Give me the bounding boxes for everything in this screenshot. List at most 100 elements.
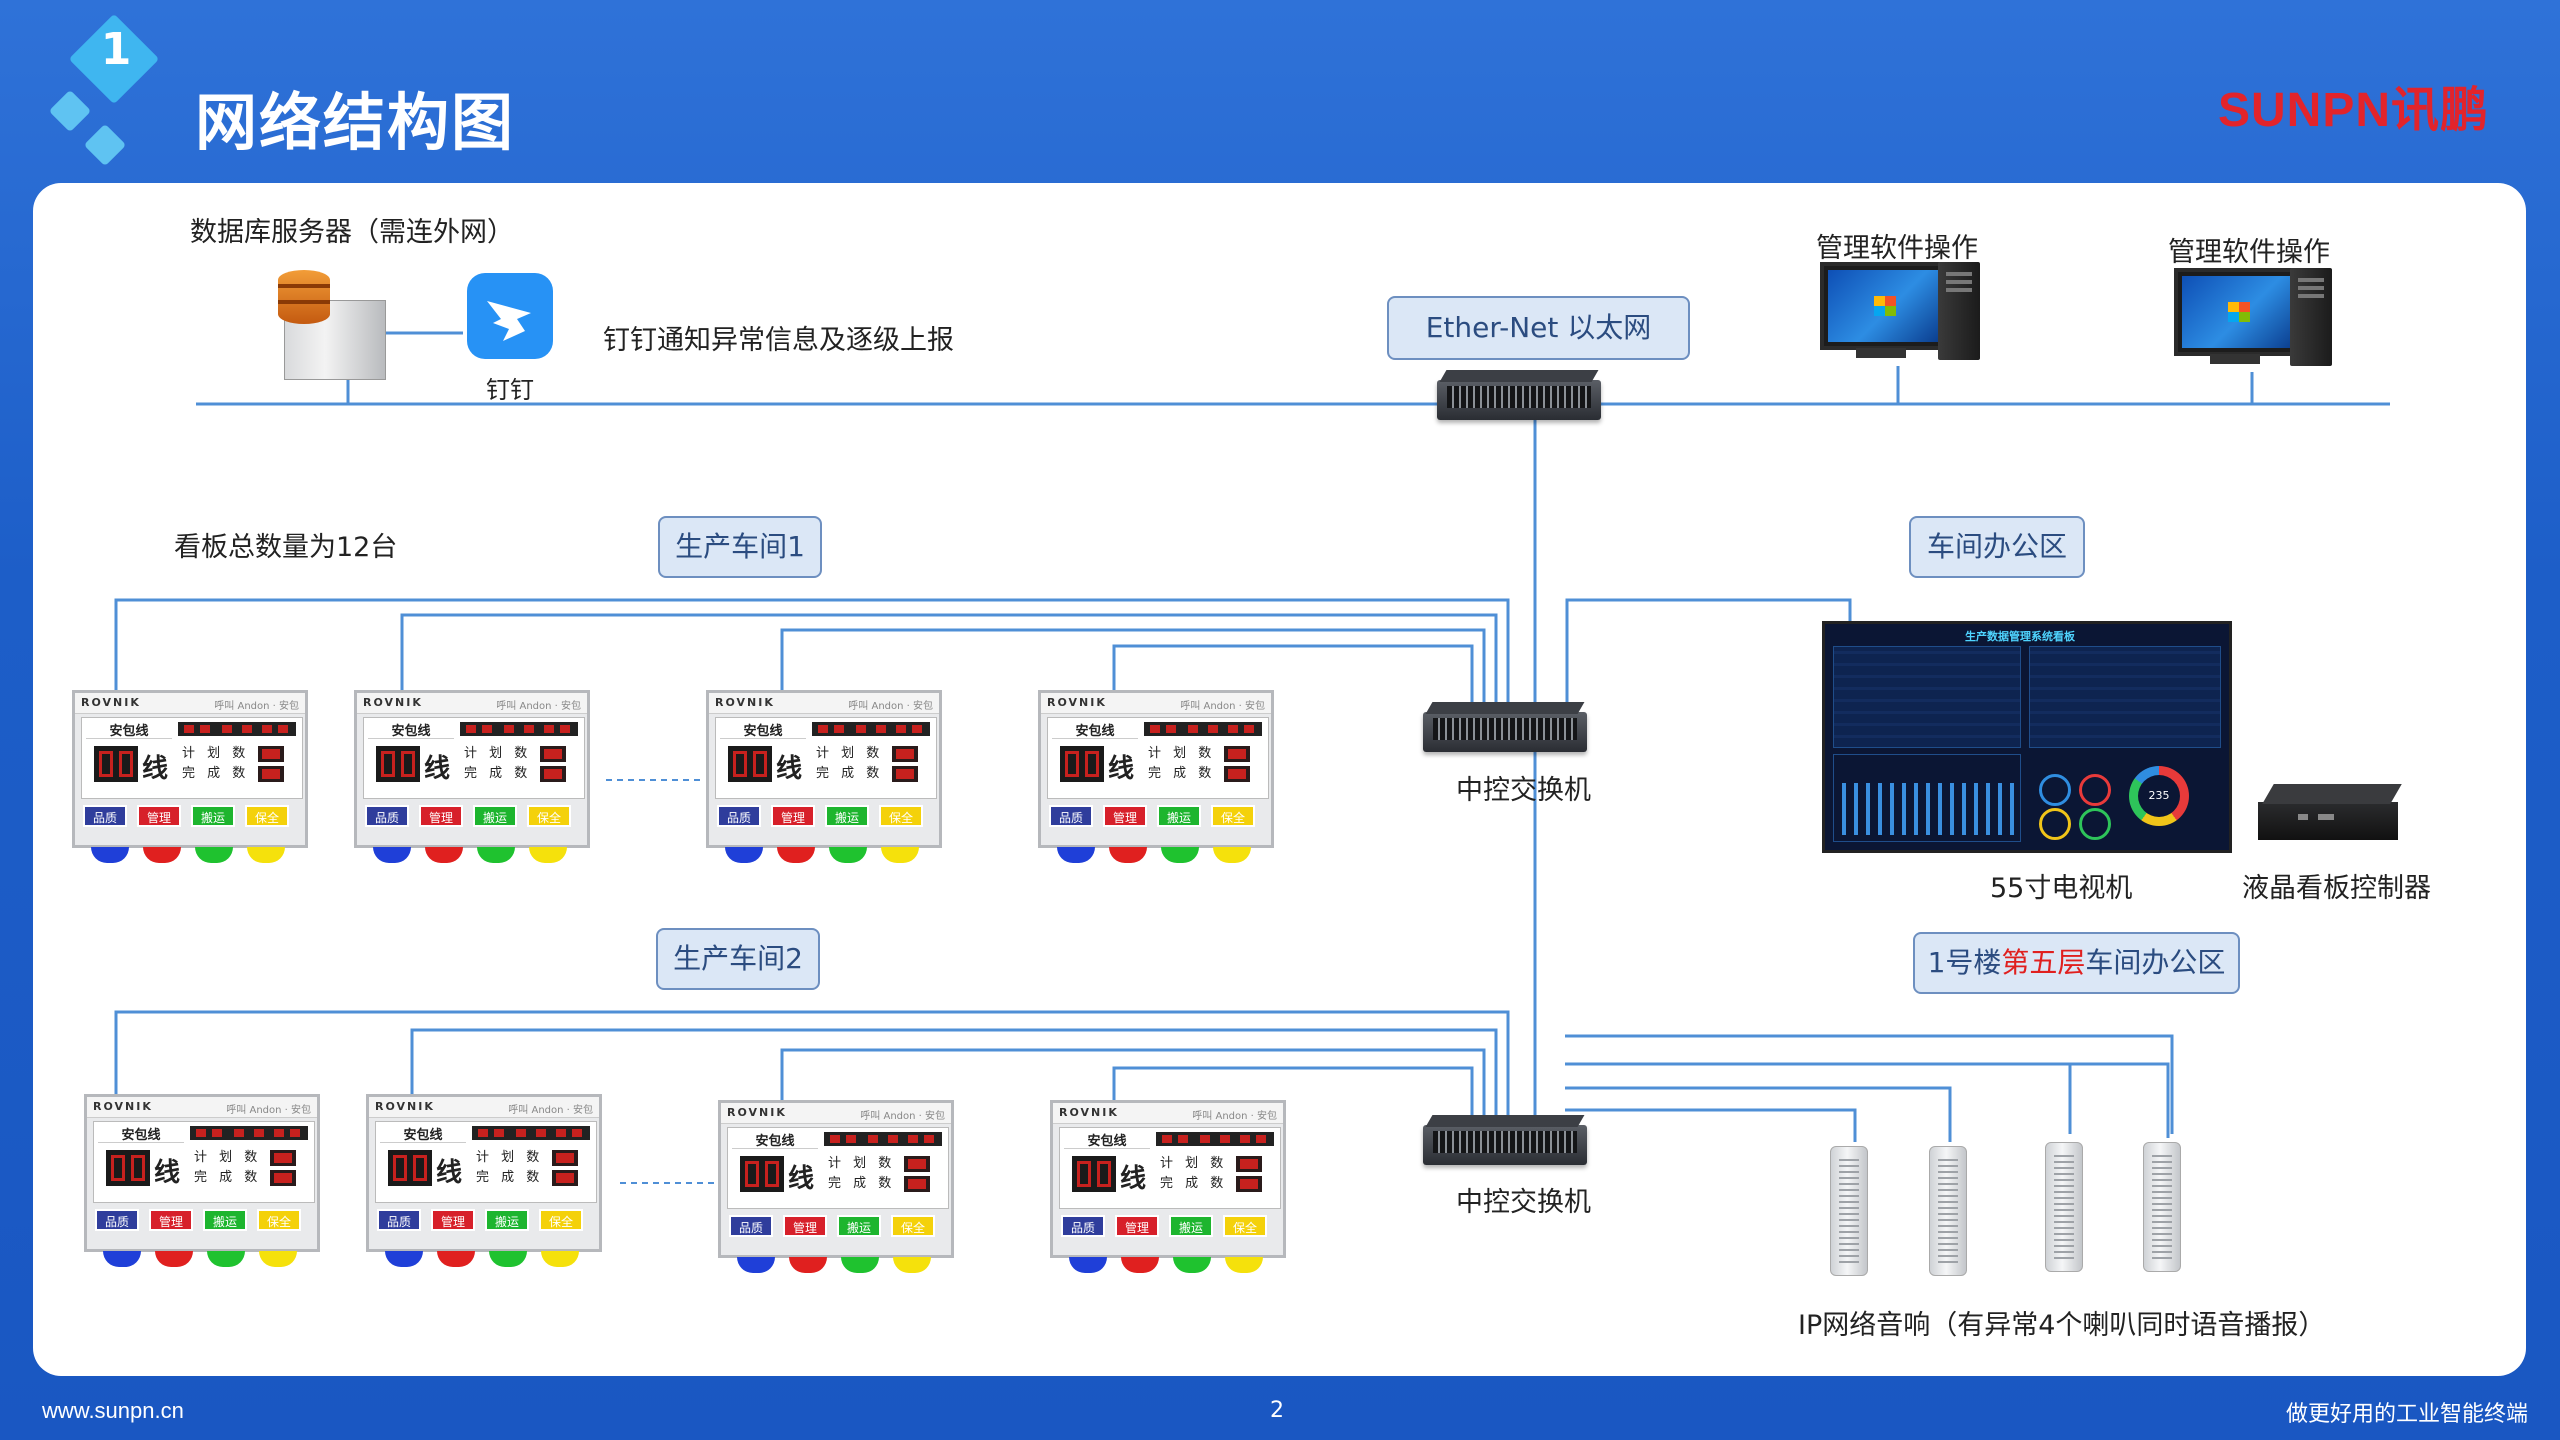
building-office-suffix: 车间办公区 [2085, 946, 2226, 979]
monitor-stand-1 [1856, 348, 1906, 358]
mgmt-label-1: 管理软件操作 [1816, 233, 1978, 264]
tv-table-panel-right [2029, 646, 2221, 748]
board-call-button[interactable]: 搬运 [1169, 1215, 1213, 1237]
tv-gauge: 235 [2129, 766, 2189, 826]
board-done-label: 完 成 数 [476, 1170, 544, 1185]
ethernet-tag: Ether-Net 以太网 [1387, 296, 1690, 360]
board-call-button[interactable]: 搬运 [825, 805, 869, 827]
board-plan-digits [904, 1156, 930, 1172]
board-display: 安包线线计 划 数完 成 数 [727, 1127, 949, 1209]
board-done-digits [540, 766, 566, 782]
workshop-2-tag: 生产车间2 [656, 928, 820, 990]
board-line-char: 线 [1108, 754, 1135, 784]
board-call-button[interactable]: 保全 [1223, 1215, 1267, 1237]
board-call-button[interactable]: 保全 [891, 1215, 935, 1237]
central-switch-icon-2 [1423, 1115, 1587, 1165]
board-call-button[interactable]: 搬运 [473, 805, 517, 827]
board-counters: 计 划 数完 成 数 [816, 744, 883, 784]
building-office-prefix: 1号楼 [1927, 946, 2002, 979]
board-brand: ROVNIK [727, 1106, 787, 1119]
board-datetime-display [190, 1126, 308, 1140]
board-call-button[interactable]: 保全 [257, 1209, 301, 1231]
board-line-char: 线 [424, 754, 451, 784]
board-call-button[interactable]: 品质 [1049, 805, 1093, 827]
board-counters: 计 划 数完 成 数 [1148, 744, 1215, 784]
board-subtitle: 呼叫 Andon · 安包 [860, 1111, 945, 1122]
board-display: 安包线线计 划 数完 成 数 [93, 1121, 315, 1203]
board-counters: 计 划 数完 成 数 [476, 1148, 543, 1188]
footer-slogan: 做更好用的工业智能终端 [2285, 1402, 2528, 1427]
board-plan-label: 计 划 数 [1160, 1156, 1228, 1171]
board-done-label: 完 成 数 [464, 766, 532, 781]
board-signal-lamp [373, 847, 411, 863]
board-signal-lamp [155, 1251, 193, 1267]
board-call-button[interactable]: 搬运 [837, 1215, 881, 1237]
board-call-button[interactable]: 搬运 [485, 1209, 529, 1231]
dingtalk-icon [467, 273, 553, 359]
board-call-button[interactable]: 保全 [539, 1209, 583, 1231]
board-call-button[interactable]: 品质 [95, 1209, 139, 1231]
controller-box-icon [2258, 784, 2402, 840]
board-call-button[interactable]: 保全 [527, 805, 571, 827]
board-call-button[interactable]: 品质 [1061, 1215, 1105, 1237]
board-signal-lamp [207, 1251, 245, 1267]
board-signal-lamp [893, 1257, 931, 1273]
board-call-button[interactable]: 管理 [783, 1215, 827, 1237]
board-plan-label: 计 划 数 [816, 746, 884, 761]
dingtalk-note: 钉钉通知异常信息及逐级上报 [603, 325, 954, 356]
board-signal-lamp [541, 1251, 579, 1267]
board-call-button[interactable]: 管理 [1115, 1215, 1159, 1237]
board-done-digits [1224, 766, 1250, 782]
board-subtitle: 呼叫 Andon · 安包 [214, 701, 299, 712]
board-seven-segment [106, 1150, 150, 1186]
board-plan-digits [258, 746, 284, 762]
board-plan-label: 计 划 数 [194, 1150, 262, 1165]
board-call-button[interactable]: 搬运 [191, 805, 235, 827]
board-call-button[interactable]: 保全 [245, 805, 289, 827]
board-call-button[interactable]: 品质 [377, 1209, 421, 1231]
board-call-button[interactable]: 品质 [729, 1215, 773, 1237]
board-call-button[interactable]: 管理 [149, 1209, 193, 1231]
board-signal-lamp [103, 1251, 141, 1267]
board-brand: ROVNIK [93, 1100, 153, 1113]
board-call-button[interactable]: 搬运 [1157, 805, 1201, 827]
board-done-label: 完 成 数 [816, 766, 884, 781]
board-call-button[interactable]: 管理 [771, 805, 815, 827]
pc-tower-icon-1 [1938, 262, 1980, 360]
board-plan-label: 计 划 数 [1148, 746, 1216, 761]
board-done-label: 完 成 数 [182, 766, 250, 781]
board-signal-lamp [1225, 1257, 1263, 1273]
board-call-button[interactable]: 管理 [1103, 805, 1147, 827]
board-datetime-display [178, 722, 296, 736]
board-signal-lamp [1121, 1257, 1159, 1273]
board-plan-digits [270, 1150, 296, 1166]
building-office-tag: 1号楼第五层车间办公区 [1913, 932, 2240, 994]
board-counters: 计 划 数完 成 数 [182, 744, 249, 784]
board-display: 安包线线计 划 数完 成 数 [1047, 717, 1269, 799]
board-display: 安包线线计 划 数完 成 数 [375, 1121, 597, 1203]
board-signal-lamp [789, 1257, 827, 1273]
board-brand: ROVNIK [363, 696, 423, 709]
board-plan-digits [1224, 746, 1250, 762]
board-datetime-display [812, 722, 930, 736]
tv-small-gauge-3 [2039, 808, 2071, 840]
board-call-button[interactable]: 保全 [1211, 805, 1255, 827]
board-call-button[interactable]: 品质 [717, 805, 761, 827]
board-call-button[interactable]: 品质 [83, 805, 127, 827]
board-call-button[interactable]: 管理 [431, 1209, 475, 1231]
board-plan-digits [540, 746, 566, 762]
board-datetime-display [472, 1126, 590, 1140]
board-signal-lamp [1173, 1257, 1211, 1273]
board-call-button[interactable]: 管理 [419, 805, 463, 827]
board-signal-lamp [1109, 847, 1147, 863]
board-display: 安包线线计 划 数完 成 数 [715, 717, 937, 799]
board-call-button[interactable]: 品质 [365, 805, 409, 827]
board-call-button[interactable]: 管理 [137, 805, 181, 827]
building-office-highlight: 第五层 [2001, 946, 2086, 979]
board-call-button[interactable]: 保全 [879, 805, 923, 827]
board-counters: 计 划 数完 成 数 [464, 744, 531, 784]
board-subtitle: 呼叫 Andon · 安包 [508, 1105, 593, 1116]
board-call-button[interactable]: 搬运 [203, 1209, 247, 1231]
